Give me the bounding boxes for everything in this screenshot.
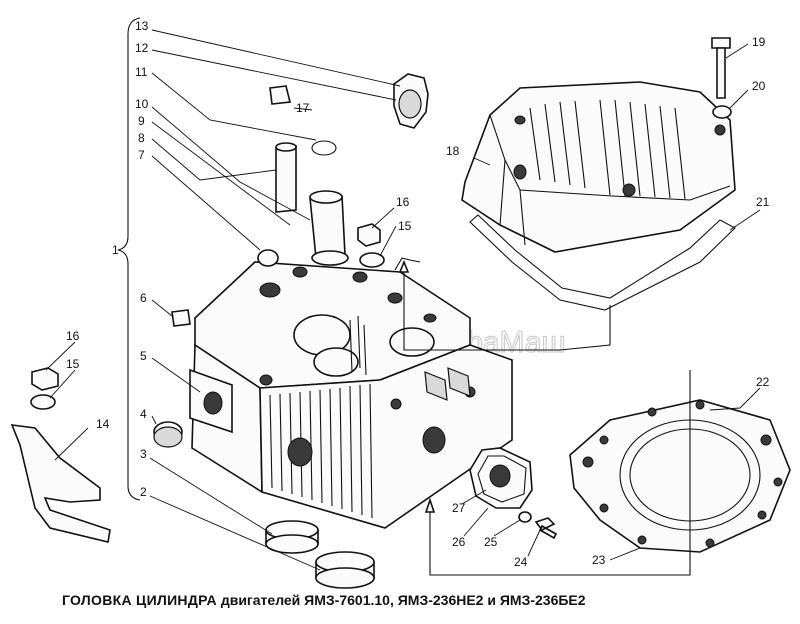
injector-sleeve	[309, 190, 349, 266]
label-19: 19	[752, 35, 766, 49]
flange-gasket	[477, 455, 527, 503]
valve-seat-2	[315, 551, 375, 589]
nut-16	[357, 223, 381, 247]
arrow-head-1	[398, 259, 410, 273]
lifting-bracket	[10, 424, 111, 543]
bolt-washer	[712, 105, 732, 119]
bracket-nut	[31, 367, 59, 391]
cylinder-head-block	[189, 261, 513, 529]
washer-15	[359, 252, 385, 268]
label-1: 1	[112, 243, 119, 257]
label-17: 17	[296, 101, 310, 115]
flange-bolt	[534, 517, 558, 540]
valve-cover	[461, 81, 736, 253]
head-gasket	[569, 399, 791, 553]
label-3: 3	[140, 447, 147, 461]
label-6: 6	[140, 291, 147, 305]
assembly-arrow-1	[394, 257, 611, 351]
label-27: 27	[452, 501, 466, 515]
cover-gasket	[469, 214, 736, 311]
plug	[171, 309, 191, 327]
label-15-right: 15	[398, 219, 412, 233]
label-9: 9	[138, 114, 145, 128]
valve-guide	[275, 142, 297, 213]
label-8: 8	[138, 131, 145, 145]
label-20: 20	[752, 79, 766, 93]
label-16-right: 16	[396, 195, 410, 209]
label-16-left: 16	[66, 329, 80, 343]
label-11: 11	[135, 65, 148, 79]
insert-ring-4	[153, 421, 183, 448]
caption-title: ГОЛОВКА ЦИЛИНДРА	[62, 592, 217, 608]
label-15-left: 15	[66, 357, 80, 371]
label-26: 26	[452, 535, 466, 549]
seal-ring-7	[257, 249, 279, 267]
label-12: 12	[135, 41, 149, 55]
label-24: 24	[514, 555, 528, 569]
label-23: 23	[592, 553, 606, 567]
label-10: 10	[135, 97, 149, 111]
assembly-brace	[117, 17, 141, 501]
flange-washer	[518, 511, 532, 523]
seal-12-13	[393, 73, 429, 129]
circlip	[311, 140, 337, 156]
label-18: 18	[446, 144, 460, 158]
label-22: 22	[756, 375, 770, 389]
label-7: 7	[138, 148, 145, 162]
label-25: 25	[484, 535, 498, 549]
assembly-arrow-2	[429, 370, 691, 576]
figure-caption: ГОЛОВКА ЦИЛИНДРА двигателей ЯМЗ-7601.10,…	[62, 592, 586, 608]
label-4: 4	[140, 407, 147, 421]
label-14: 14	[96, 417, 110, 431]
arrow-head-2	[424, 497, 436, 513]
label-2: 2	[140, 485, 147, 499]
label-13: 13	[135, 19, 149, 33]
label-21: 21	[756, 195, 770, 209]
cap	[269, 85, 291, 105]
caption-subtitle: двигателей ЯМЗ-7601.10, ЯМЗ-236НЕ2 и ЯМЗ…	[220, 592, 586, 608]
cover-bolt	[711, 37, 731, 99]
leader-lines	[45, 29, 761, 571]
label-5: 5	[140, 349, 147, 363]
valve-seat-3	[265, 520, 319, 554]
bracket-washer	[30, 394, 56, 410]
